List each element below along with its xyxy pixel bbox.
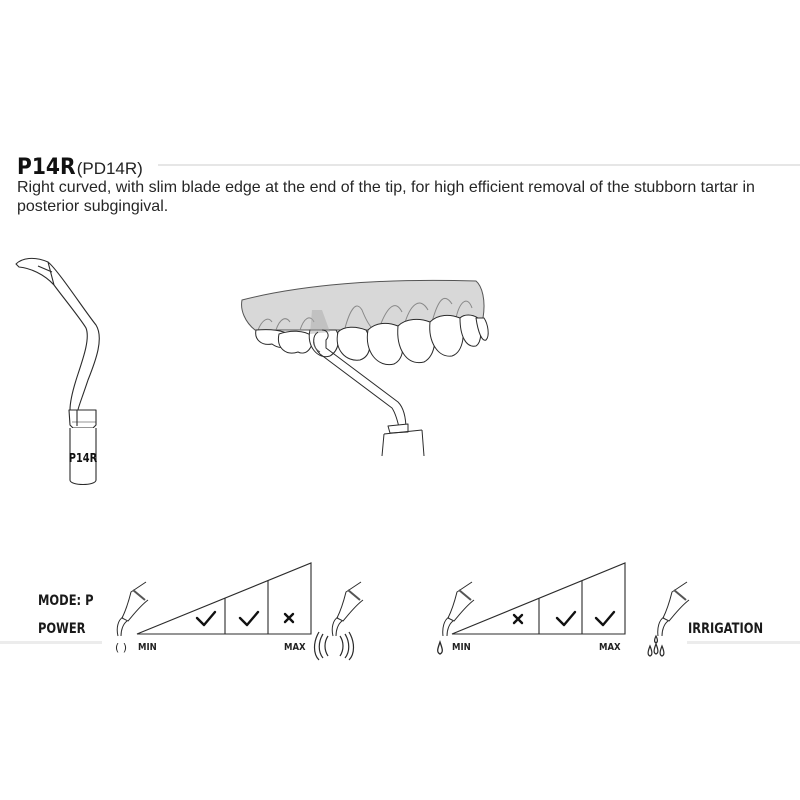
power-max-label: MAX <box>284 642 306 653</box>
irrigation-handpiece-max-icon <box>647 581 690 657</box>
power-level-2-check-icon <box>238 610 260 627</box>
title-row: P14R (PD14R) <box>17 150 143 180</box>
mode-label: MODE: P <box>38 593 94 609</box>
power-level-chart <box>136 562 312 635</box>
irrigation-level-1-cross-icon <box>512 613 524 625</box>
irrigation-level-3-check-icon <box>594 610 616 627</box>
irrigation-max-label: MAX <box>599 642 621 653</box>
tip-description: Right curved, with slim blade edge at th… <box>17 179 755 215</box>
irrigation-level-chart <box>451 562 626 635</box>
power-min-label: MIN <box>138 642 157 653</box>
power-level-1-check-icon <box>195 610 217 627</box>
title-divider <box>158 164 800 166</box>
power-handpiece-min-icon: ( ) <box>115 581 149 654</box>
power-handpiece-max-icon <box>313 581 364 661</box>
single-drop-icon <box>437 639 443 655</box>
alt-model-code: (PD14R) <box>76 159 143 178</box>
model-title: P14R <box>17 155 76 180</box>
irrigation-label: IRRIGATION <box>688 621 764 637</box>
power-level-3-cross-icon <box>283 612 295 624</box>
high-vibration-icon <box>313 631 355 661</box>
tip-engraving: P14R <box>69 451 98 465</box>
irrigation-handpiece-min-icon <box>437 581 475 655</box>
irrigation-underline <box>687 641 800 644</box>
multiple-drops-icon <box>647 634 665 657</box>
irrigation-min-label: MIN <box>452 642 471 653</box>
teeth-with-scaler-icon <box>241 279 489 457</box>
low-vibration-icon: ( ) <box>115 641 127 654</box>
irrigation-level-2-check-icon <box>555 610 577 627</box>
power-label: POWER <box>38 621 86 637</box>
power-underline <box>0 641 102 644</box>
scaler-tip-icon: P14R <box>15 257 100 486</box>
